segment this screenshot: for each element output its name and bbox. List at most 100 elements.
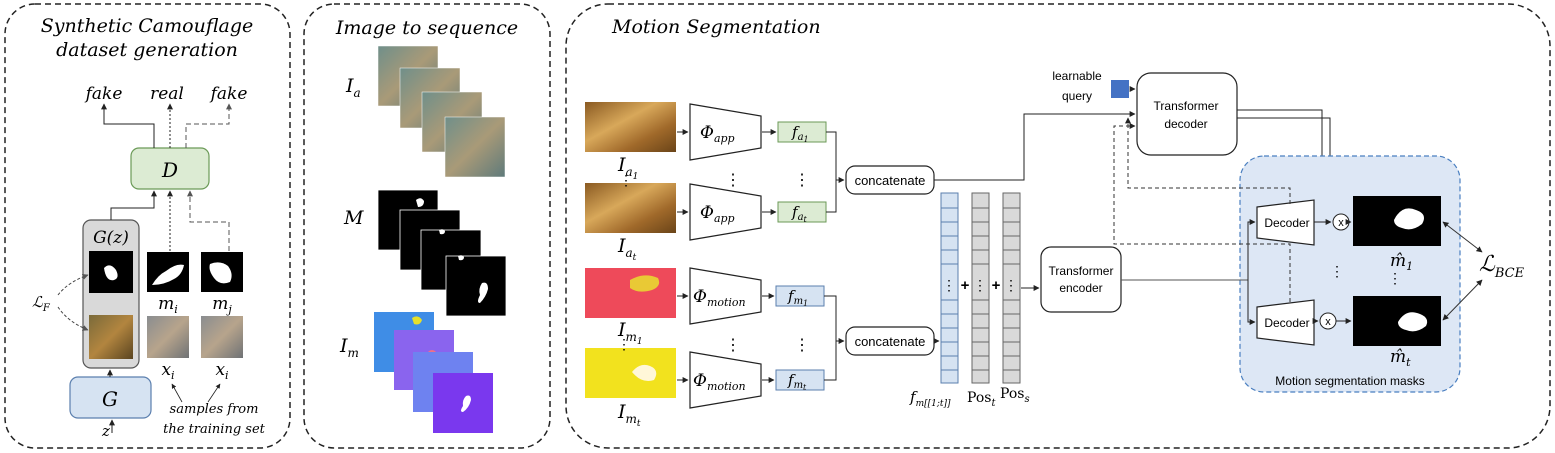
f-seq-label: fm[[1;t]] bbox=[909, 388, 951, 409]
decoder-bottom-box bbox=[1256, 299, 1315, 346]
edge-encoder-to-decoder-bottom bbox=[1247, 280, 1256, 325]
mask-pred-1-shape bbox=[1394, 208, 1424, 230]
synthetic-panel-border bbox=[4, 3, 291, 449]
edge-decoder-top-feedback bbox=[1125, 117, 1291, 204]
vdots-masks: ⋮ bbox=[1388, 270, 1402, 286]
loss-f-label: ℒF bbox=[32, 293, 51, 314]
image-seq-panel-border bbox=[303, 3, 551, 449]
transformer-decoder-box bbox=[1136, 72, 1238, 156]
mask-i-label: mi bbox=[158, 294, 178, 316]
phi-motion-t-label: Φmotion bbox=[693, 371, 746, 393]
mhat-1-label: m̂1 bbox=[1390, 251, 1413, 273]
output-fake-right: fake bbox=[209, 84, 248, 104]
output-fake-left: fake bbox=[84, 84, 123, 104]
image-i-label: xi bbox=[161, 360, 174, 382]
vdots-phi-app: ⋮ bbox=[725, 172, 741, 189]
vdots-f-app: ⋮ bbox=[794, 172, 810, 189]
vdots-decoders: ⋮ bbox=[1330, 263, 1344, 279]
mask-frame-2-shape bbox=[439, 229, 445, 235]
mask-frame-1-shape bbox=[416, 198, 424, 207]
phi-motion-1-label: Φmotion bbox=[693, 287, 746, 309]
pos-s-label: Poss bbox=[1000, 386, 1030, 405]
phi-motion-1-encoder bbox=[689, 267, 762, 325]
mask-frame-4 bbox=[445, 255, 507, 317]
edge-loss-to-mask bbox=[57, 273, 89, 296]
motion-input-1 bbox=[585, 268, 676, 318]
masks-panel bbox=[1239, 155, 1461, 393]
vdots-phi-motion: ⋮ bbox=[725, 337, 741, 354]
training-image-1 bbox=[147, 316, 189, 358]
vdots-i-app: ⋮ bbox=[619, 172, 633, 188]
i-a1-label: Ia1 bbox=[617, 154, 638, 182]
multiply-bottom-symbol: x bbox=[1325, 316, 1331, 328]
edge-d-to-fake-left bbox=[101, 103, 155, 148]
decoder-top-label: Decoder bbox=[1264, 216, 1309, 230]
masks-caption: Motion segmentation masks bbox=[1275, 374, 1424, 388]
edge-concat-to-decoder bbox=[934, 111, 1136, 181]
learnable-query-line2: query bbox=[1062, 89, 1092, 103]
concatenate-top-label: concatenate bbox=[855, 173, 926, 188]
edge-encoder-to-decoder-top bbox=[1247, 219, 1256, 280]
i-mt-label: Imt bbox=[617, 401, 641, 429]
transformer-encoder-line2: encoder bbox=[1059, 281, 1102, 295]
transformer-decoder-line1: Transformer bbox=[1154, 99, 1219, 113]
motion-seg-title: Motion Segmentation bbox=[611, 16, 821, 38]
mask-pred-t-shape bbox=[1398, 312, 1428, 332]
vdots-pos-s: ⋮ bbox=[1004, 277, 1018, 293]
transformer-encoder-box bbox=[1040, 246, 1122, 313]
mhat-t-label: m̂t bbox=[1390, 347, 1411, 369]
edge-fat-to-concat bbox=[826, 180, 837, 213]
vdots-f-motion: ⋮ bbox=[794, 337, 810, 354]
phi-motion-t-encoder bbox=[689, 351, 762, 409]
appearance-input-1 bbox=[585, 102, 676, 152]
edge-fm1-to-concat bbox=[824, 295, 845, 344]
motion-seg-panel-border bbox=[565, 3, 1551, 449]
generator-output-label: G(z) bbox=[93, 228, 129, 248]
image-seq-title: Image to sequence bbox=[335, 17, 518, 39]
samples-caption-line2: the training set bbox=[163, 422, 265, 437]
mask-i-shape bbox=[152, 264, 184, 285]
appearance-input-t bbox=[585, 183, 676, 233]
plus-2: + bbox=[992, 277, 1001, 294]
phi-app-1-encoder bbox=[689, 103, 762, 161]
f-at-label: fat bbox=[791, 203, 808, 224]
transformer-encoder-line1: Transformer bbox=[1049, 264, 1114, 278]
edge-samples-to-xi bbox=[171, 383, 183, 403]
edge-maskt-loss bbox=[1442, 279, 1483, 321]
discriminator-label: D bbox=[161, 158, 178, 182]
transformer-decoder-line2: decoder bbox=[1164, 117, 1207, 131]
edge-decoder-bottom-feedback bbox=[1113, 123, 1291, 302]
generated-image bbox=[89, 315, 133, 359]
pos-t-label: Post bbox=[967, 390, 996, 409]
training-image-2 bbox=[201, 316, 243, 358]
generator-label: G bbox=[102, 387, 118, 411]
generated-mask-shape bbox=[104, 265, 118, 281]
motion-input-t bbox=[585, 348, 676, 398]
learnable-query-line1: learnable bbox=[1052, 69, 1102, 83]
output-real: real bbox=[150, 84, 184, 104]
vdots-f-seq: ⋮ bbox=[942, 277, 956, 293]
edge-gz-to-d bbox=[110, 190, 157, 220]
vdots-i-motion: ⋮ bbox=[617, 336, 631, 352]
f-mt-label: fmt bbox=[787, 371, 807, 392]
edge-fa1-to-concat bbox=[826, 131, 845, 183]
pos-t-column bbox=[971, 192, 990, 384]
motion-seq-label: Im bbox=[339, 335, 359, 360]
phi-app-t-encoder bbox=[689, 183, 762, 241]
concatenate-bottom-label: concatenate bbox=[855, 334, 926, 349]
phi-app-t-label: Φapp bbox=[700, 203, 735, 225]
motion-input-1-blob bbox=[630, 275, 660, 292]
appearance-frame-4 bbox=[444, 116, 506, 178]
samples-caption-line1: samples from bbox=[170, 402, 259, 417]
edge-d-to-fake-right bbox=[185, 103, 232, 148]
mask-seq-label: M bbox=[343, 207, 364, 229]
mask-pred-t bbox=[1353, 296, 1441, 346]
multiply-top-symbol: x bbox=[1338, 217, 1344, 229]
mask-j-label: mj bbox=[212, 294, 232, 316]
plus-1: + bbox=[961, 277, 970, 294]
appearance-seq-label: Ia bbox=[345, 75, 361, 100]
vdots-pos-t: ⋮ bbox=[973, 277, 987, 293]
i-at-label: Iat bbox=[617, 235, 637, 263]
bce-loss-label: ℒBCE bbox=[1479, 252, 1525, 281]
